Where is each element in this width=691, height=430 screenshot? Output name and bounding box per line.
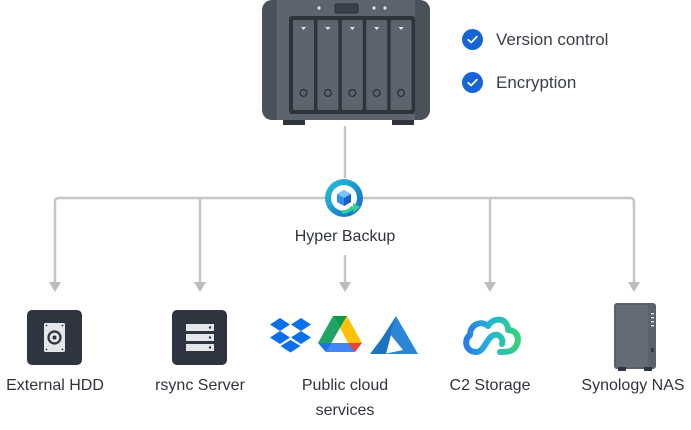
drive-bay	[390, 20, 412, 110]
hyper-backup-icon[interactable]	[323, 177, 367, 221]
public-cloud-icons[interactable]	[270, 314, 420, 358]
arrow-c2	[484, 282, 496, 292]
arrow-external-hdd	[49, 282, 61, 292]
drive-bay	[341, 20, 363, 110]
drive-bay	[317, 20, 339, 110]
server-stack-glyph	[186, 324, 214, 351]
feature-version-control: Version control	[462, 29, 608, 50]
label-line: Public cloud	[301, 377, 389, 394]
label-line: services	[315, 402, 375, 419]
arrow-rsync	[194, 282, 206, 292]
rsync-server-icon[interactable]	[172, 310, 227, 365]
check-circle-icon	[462, 72, 483, 93]
destination-label-c2: C2 Storage	[449, 377, 531, 394]
hub-label: Hyper Backup	[294, 228, 396, 245]
nas-5-bay-icon	[262, 0, 430, 125]
destination-label-synology-nas: Synology NAS	[581, 377, 685, 394]
synology-nas-icon[interactable]	[612, 303, 658, 371]
destination-label-rsync: rsync Server	[155, 377, 245, 394]
feature-label: Version control	[496, 29, 609, 49]
feature-encryption: Encryption	[462, 72, 576, 93]
drive-bay	[293, 20, 314, 110]
dropbox-icon	[270, 318, 311, 353]
external-hdd-icon[interactable]	[27, 310, 82, 365]
hdd-glyph	[44, 323, 65, 352]
drive-bay	[366, 20, 388, 110]
google-drive-icon	[318, 316, 362, 352]
arrow-synology-nas	[628, 282, 640, 292]
arrow-public-cloud	[339, 282, 351, 292]
azure-icon	[370, 316, 418, 354]
check-circle-icon	[462, 29, 483, 50]
c2-storage-icon[interactable]	[460, 310, 522, 362]
destination-label-external-hdd: External HDD	[6, 377, 104, 394]
destination-label-public-cloud: Public cloud services	[275, 373, 415, 423]
feature-label: Encryption	[496, 72, 577, 92]
